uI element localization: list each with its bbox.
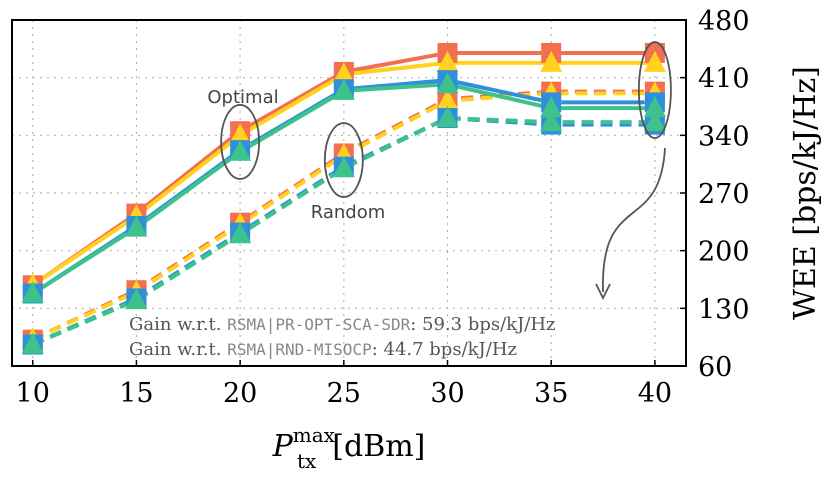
series-marker-triangle — [436, 72, 459, 94]
series-marker-triangle — [332, 78, 355, 100]
series-marker-triangle — [643, 50, 666, 72]
series-marker-triangle — [21, 332, 44, 354]
x-tick-label: 35 — [534, 378, 568, 409]
y-tick-label: 410 — [698, 64, 750, 95]
annotation-arrow — [602, 147, 666, 293]
series-marker-triangle — [643, 96, 666, 118]
y-tick-label: 340 — [698, 121, 750, 152]
annotation-ellipse — [323, 122, 364, 198]
gain-text-line: Gain w.r.t. RSMA|PR-OPT-SCA-SDR: 59.3 bp… — [129, 314, 556, 335]
series-marker-triangle — [436, 106, 459, 128]
gain-text-line: Gain w.r.t. RSMA|RND-MISOCP: 44.7 bps/kJ… — [129, 339, 517, 360]
annotation-arrow-head — [595, 283, 611, 301]
series-marker-triangle — [643, 110, 666, 132]
y-tick-label: 480 — [698, 6, 750, 37]
series-marker-triangle — [540, 110, 563, 132]
series-marker-triangle — [229, 222, 252, 244]
x-tick-label: 20 — [223, 378, 257, 409]
x-tick-label: 40 — [638, 378, 672, 409]
y-tick-label: 200 — [698, 237, 750, 268]
x-tick-label: 15 — [119, 378, 153, 409]
x-tick-label: 30 — [430, 378, 464, 409]
annotation-random-label: Random — [311, 202, 386, 223]
series-marker-triangle — [125, 288, 148, 310]
y-tick-label: 270 — [698, 179, 750, 210]
series-marker-triangle — [125, 215, 148, 237]
x-tick-label: 25 — [327, 378, 361, 409]
series-marker-triangle — [229, 123, 252, 145]
y-tick-label: 60 — [698, 352, 732, 383]
annotation-ellipse — [637, 41, 672, 139]
annotation-optimal-label: Optimal — [207, 87, 278, 108]
series-marker-triangle — [229, 139, 252, 161]
x-tick-label: 10 — [16, 378, 50, 409]
series-marker-triangle — [436, 50, 459, 72]
annotation-ellipse — [220, 104, 261, 180]
series-marker-triangle — [21, 281, 44, 303]
y-tick-label: 130 — [698, 294, 750, 325]
series-marker-triangle — [332, 156, 355, 178]
y-axis-title: WEE [bps/kJ/Hz] — [788, 66, 823, 320]
series-marker-triangle — [540, 96, 563, 118]
series-marker-triangle — [332, 62, 355, 84]
series-marker-triangle — [436, 88, 459, 110]
series-marker-triangle — [540, 50, 563, 72]
